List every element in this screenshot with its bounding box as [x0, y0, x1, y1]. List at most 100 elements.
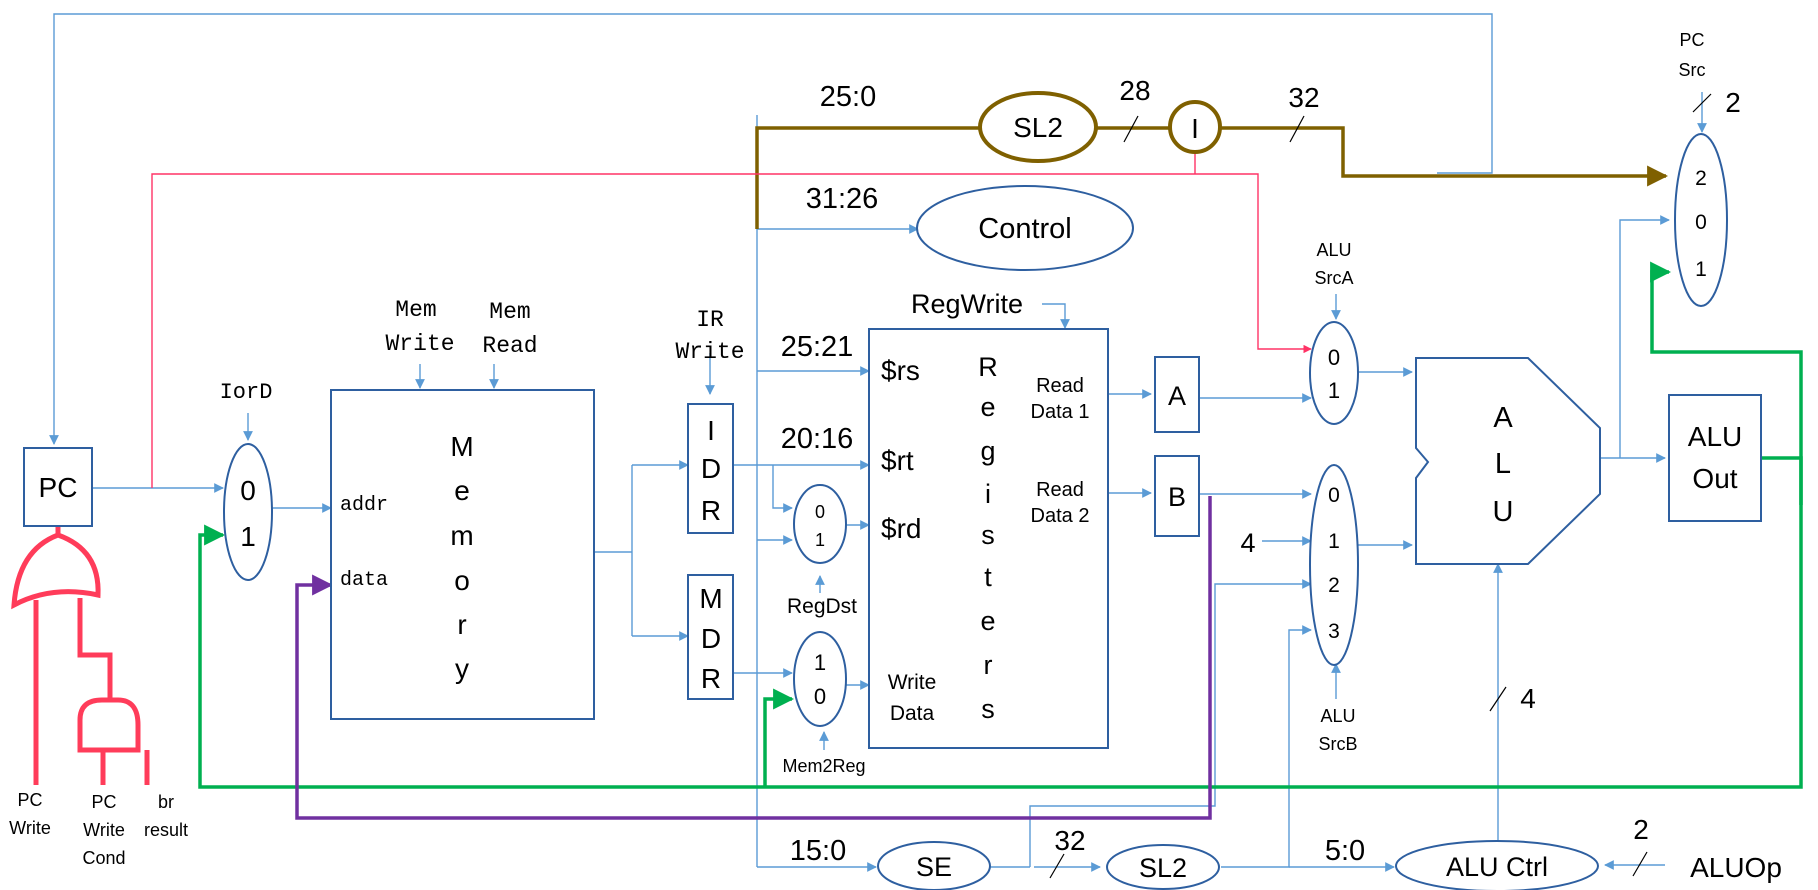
register-file	[868, 328, 1109, 749]
aluout-feedback-wire	[198, 456, 1803, 789]
iord-mux-input-1: 1	[240, 521, 256, 552]
memory-block	[330, 389, 595, 720]
alu-control-label: ALU Ctrl	[1446, 852, 1548, 882]
alu	[1415, 357, 1601, 565]
alu-out-label-2: Out	[1692, 463, 1737, 494]
pcsrc-width-label: 2	[1725, 87, 1741, 118]
pc-src-label-2: Src	[1679, 60, 1706, 80]
w28-slash	[1123, 115, 1139, 143]
mdr-letter: R	[701, 663, 721, 694]
sign-extend-label: SE	[916, 852, 952, 882]
b-register	[1154, 455, 1200, 537]
alu-srca-label-1: ALU	[1316, 240, 1351, 260]
registers-letter: s	[981, 520, 995, 550]
bits-20-16-label: 20:16	[781, 423, 854, 455]
br-result-label-1: br	[158, 792, 174, 812]
pcsrc-mux-input-2: 2	[1695, 167, 1707, 190]
memory-label: M e m o r y	[450, 431, 473, 684]
mem-read-label-1: Mem	[489, 299, 530, 325]
or-concat-node	[1168, 100, 1222, 154]
registers-letter: e	[980, 606, 995, 636]
bits-25-21-label: 25:21	[781, 331, 854, 363]
sign-extend	[877, 841, 991, 890]
pc-write-label-2: Write	[9, 818, 51, 838]
read-data-1-label-1: Read	[1036, 375, 1084, 397]
alu-srcb-label-2: SrcB	[1318, 734, 1357, 754]
aluctrl-width-slash	[1489, 686, 1507, 712]
regdst-mux-input-0: 0	[815, 502, 825, 522]
pc-write-cond-label-3: Cond	[82, 848, 125, 868]
and-gate	[77, 697, 141, 753]
bits-15-0-label: 15:0	[790, 835, 846, 867]
iord-mux-input-0: 0	[240, 475, 256, 506]
registers-letter: g	[980, 436, 995, 466]
write-data-port-2: Data	[890, 702, 935, 725]
pc-write-label-1: PC	[17, 790, 42, 810]
alu-letter: L	[1495, 448, 1511, 480]
alu-srcb-mux	[1309, 464, 1359, 666]
sl2-jump-label: SL2	[1013, 112, 1063, 143]
memory-data-register	[687, 574, 734, 700]
pcsrc-mux-input-0: 0	[1695, 211, 1707, 234]
alu-out-label-1: ALU	[1688, 421, 1742, 452]
constant-four-label: 4	[1240, 528, 1255, 558]
srca-mux-input-1: 1	[1328, 378, 1340, 403]
registers-letter: t	[984, 562, 992, 592]
mem2reg-mux	[793, 631, 847, 727]
b-to-memory-wire	[295, 496, 1212, 820]
alu-letter: A	[1493, 402, 1513, 434]
memory-letter: M	[450, 431, 473, 462]
aluout-to-mem2reg-wire	[763, 688, 795, 787]
registers-letter: e	[980, 392, 995, 422]
bits-25-0-label: 25:0	[820, 81, 876, 113]
mem2reg-mux-input-1: 1	[814, 650, 826, 675]
registers-letter: R	[978, 352, 998, 382]
aluop-label: ALUOp	[1690, 852, 1782, 883]
mem2reg-mux-input-0: 0	[814, 684, 826, 709]
pc-src-label-1: PC	[1679, 30, 1704, 50]
br-result-label-2: result	[144, 820, 188, 840]
regwrite-control-label: RegWrite	[911, 289, 1023, 319]
mdr-letter: D	[701, 623, 721, 654]
iord-mux	[223, 443, 273, 581]
aluctrl-width-label: 4	[1520, 683, 1536, 714]
regdst-control-label: RegDst	[787, 595, 857, 618]
registers-letter: i	[985, 479, 991, 509]
pc-label: PC	[39, 472, 78, 503]
pcsrc-width-slash	[1692, 93, 1712, 113]
control-unit-label: Control	[978, 213, 1072, 245]
pc-write-cond-label-2: Write	[83, 820, 125, 840]
alu-control-unit	[1395, 840, 1599, 890]
regdst-mux	[793, 484, 847, 564]
a-register-label: A	[1168, 381, 1186, 411]
bits-31-26-label: 31:26	[806, 183, 879, 215]
pc-write-gate-logic	[11, 527, 150, 785]
mem-read-label-2: Read	[482, 333, 537, 359]
memory-addr-port: addr	[340, 494, 388, 517]
aluout-to-pcsrc-wire	[1650, 261, 1803, 505]
memory-letter: o	[454, 565, 470, 596]
memory-letter: e	[454, 475, 470, 506]
width-32-bottom-label: 32	[1054, 825, 1085, 856]
a-register	[1154, 356, 1200, 433]
bits-5-0-label: 5:0	[1325, 835, 1365, 867]
srca-mux-input-0: 0	[1328, 345, 1340, 370]
alu-srcb-label-1: ALU	[1320, 706, 1355, 726]
ir-letter: R	[701, 495, 721, 526]
w32-bottom-slash	[1049, 853, 1065, 879]
aluop-width-slash	[1632, 851, 1648, 877]
iord-control-label: IorD	[220, 380, 273, 405]
alu-srca-label-2: SrcA	[1314, 268, 1353, 288]
sl2-branch-label: SL2	[1139, 853, 1187, 883]
rt-port: $rt	[881, 445, 914, 476]
registers-letter: r	[984, 650, 993, 680]
rs-port: $rs	[881, 355, 920, 386]
registers-letter: s	[981, 694, 995, 724]
branch-result-wire	[151, 173, 1312, 488]
read-data-2-label-1: Read	[1036, 479, 1084, 501]
datapath-wires	[49, 13, 1707, 872]
sl2-jump-shift	[978, 91, 1098, 163]
aluop-width-label: 2	[1633, 814, 1649, 845]
width-28-label: 28	[1119, 75, 1150, 106]
srcb-mux-input-1: 1	[1328, 530, 1340, 553]
